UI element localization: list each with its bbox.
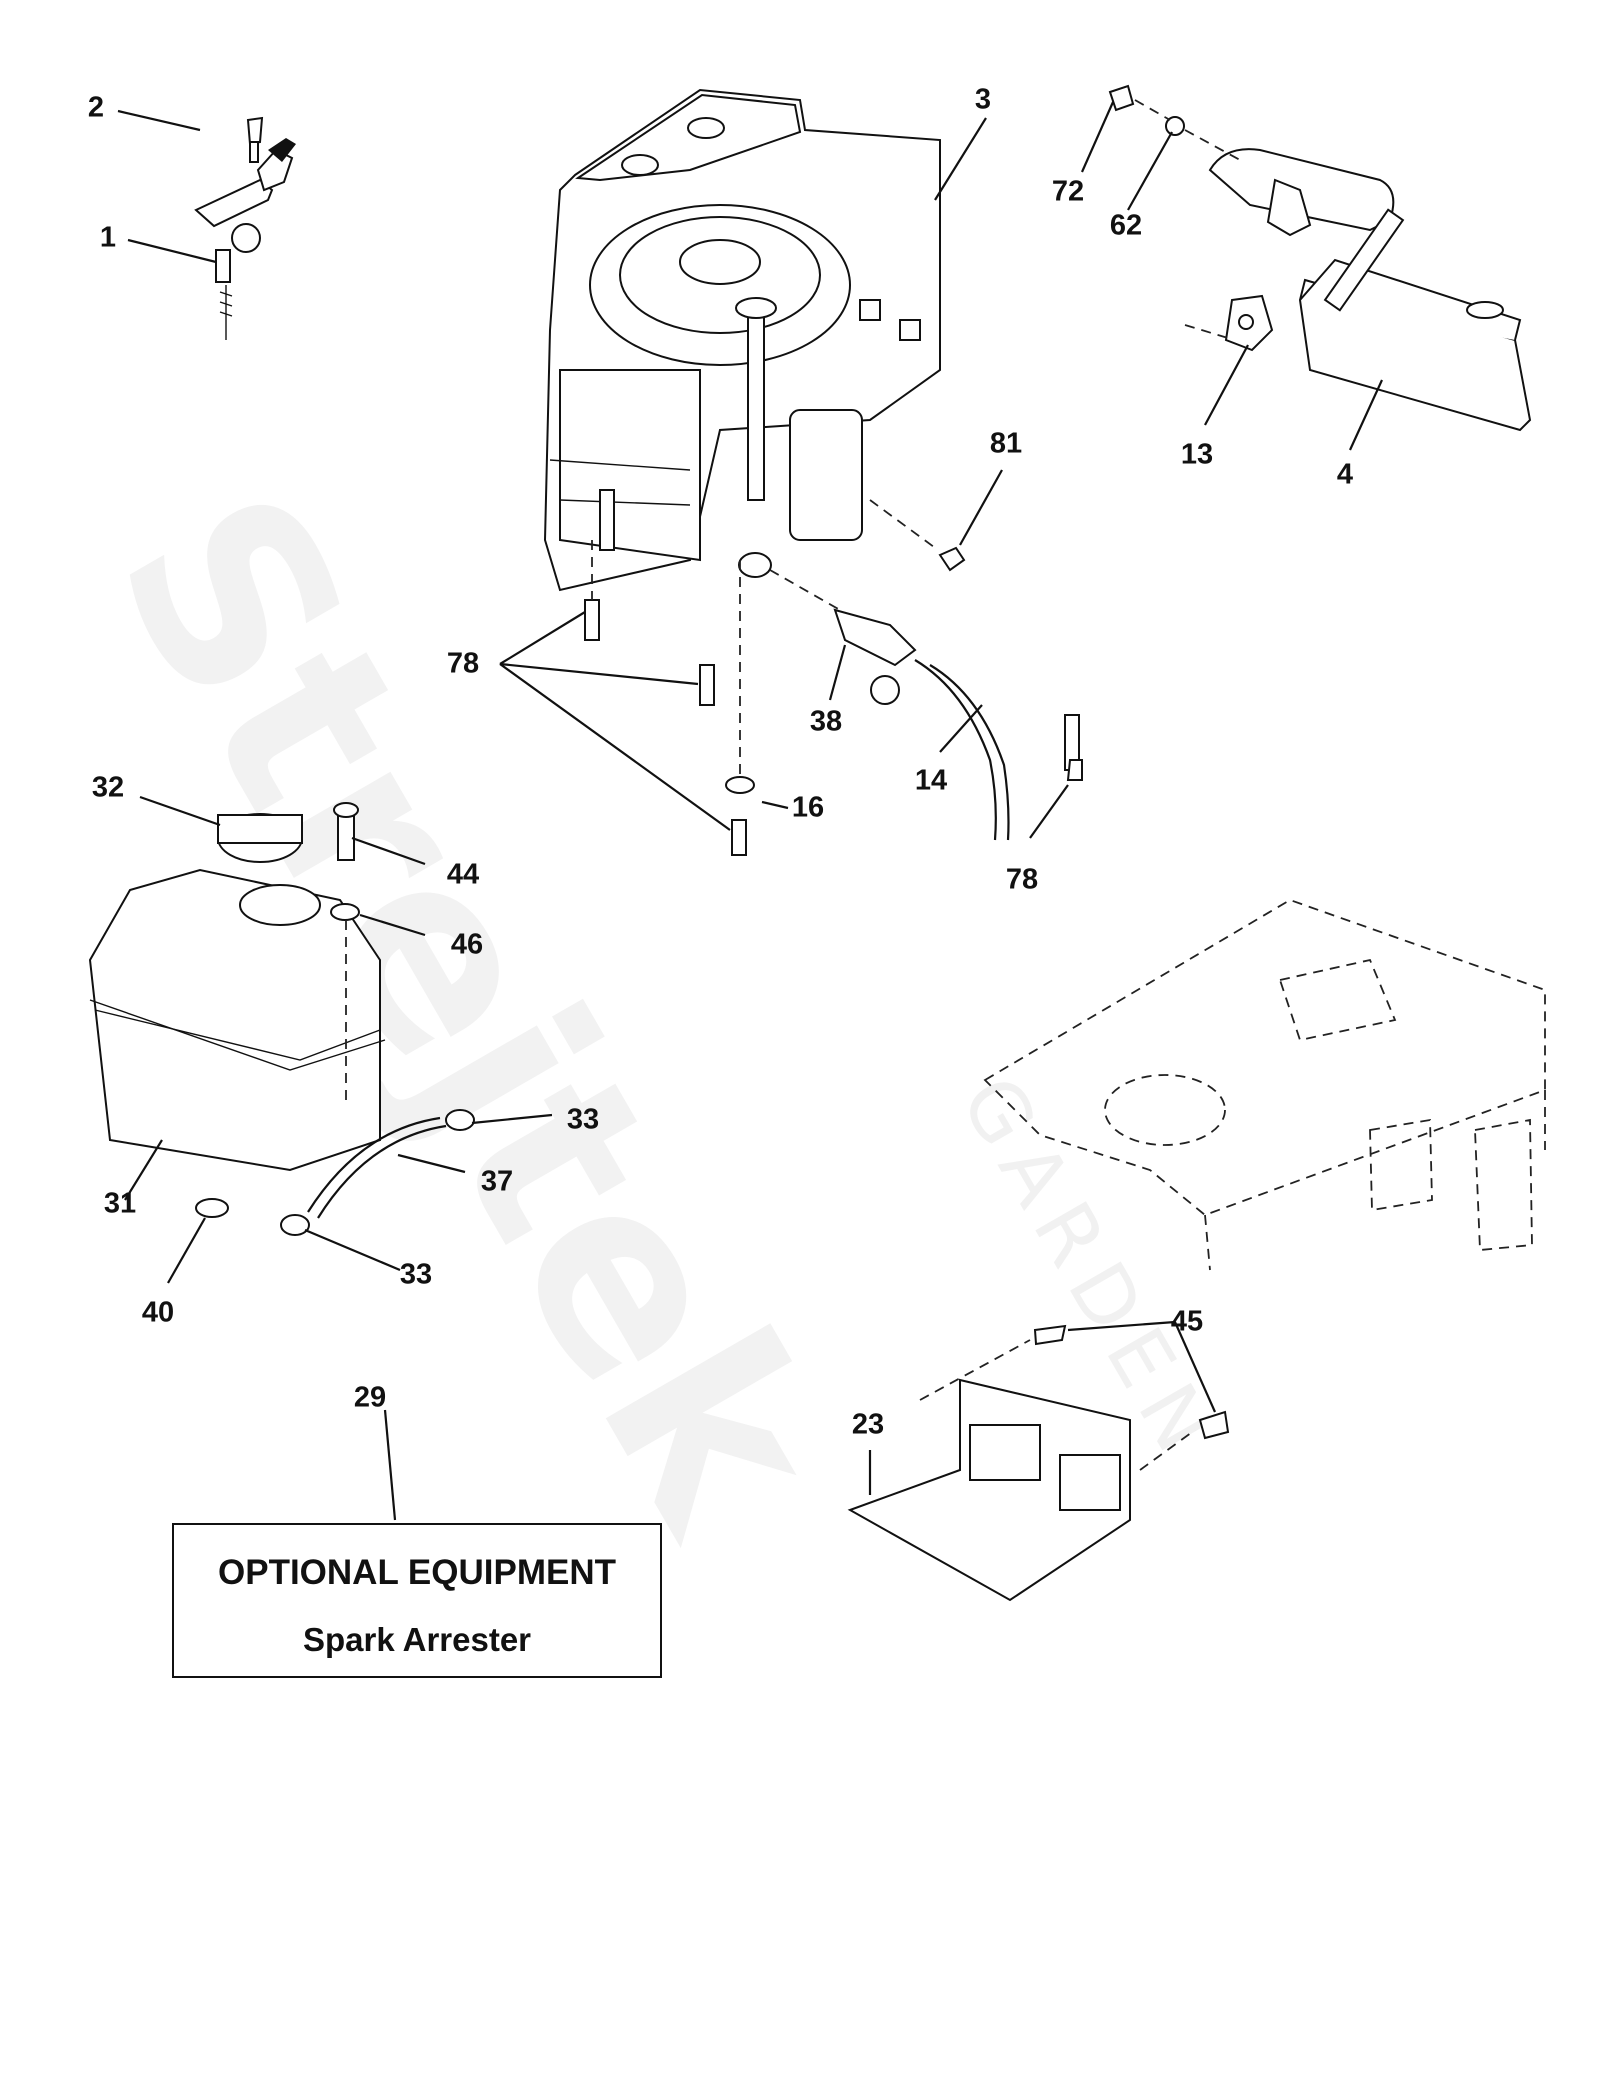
callout-33-lower: 33: [399, 1258, 433, 1291]
optional-equipment-title: OPTIONAL EQUIPMENT: [218, 1553, 616, 1592]
callout-16: 16: [791, 791, 825, 824]
throttle-control-drawing: [194, 116, 296, 340]
callout-46: 46: [450, 928, 484, 961]
callout-37: 37: [480, 1165, 514, 1198]
callout-38: 38: [809, 705, 843, 738]
callout-31: 31: [103, 1187, 137, 1220]
callout-33-upper: 33: [566, 1103, 600, 1136]
frame-drawing: [983, 899, 1546, 1271]
fuel-tank-drawing: [88, 802, 475, 1236]
callout-78-engine-bolts: 78: [446, 647, 480, 680]
callout-81: 81: [989, 427, 1023, 460]
callout-72: 72: [1051, 175, 1085, 208]
callout-14: 14: [914, 764, 948, 797]
callout-4: 4: [1336, 458, 1354, 491]
callout-3: 3: [974, 83, 992, 116]
muffler-drawing: [1108, 84, 1532, 432]
optional-equipment-item: Spark Arrester: [302, 1621, 532, 1658]
callout-45: 45: [1170, 1305, 1204, 1338]
callout-40: 40: [141, 1296, 175, 1329]
callout-13: 13: [1180, 438, 1214, 471]
optional-equipment-box: OPTIONAL EQUIPMENT Spark Arrester: [172, 1523, 662, 1678]
engine-hardware-drawing: [584, 499, 1083, 856]
callout-62: 62: [1109, 209, 1143, 242]
leader-lines: [117, 101, 1384, 1521]
engine-drawing: [543, 88, 941, 592]
callout-44: 44: [446, 858, 480, 891]
spark-arrester-drawing: [847, 1324, 1230, 1602]
callout-29: 29: [353, 1381, 387, 1414]
callout-1: 1: [99, 221, 117, 254]
callout-2: 2: [87, 91, 105, 124]
callout-78-single: 78: [1005, 863, 1039, 896]
callout-32: 32: [91, 771, 125, 804]
callout-23: 23: [851, 1408, 885, 1441]
